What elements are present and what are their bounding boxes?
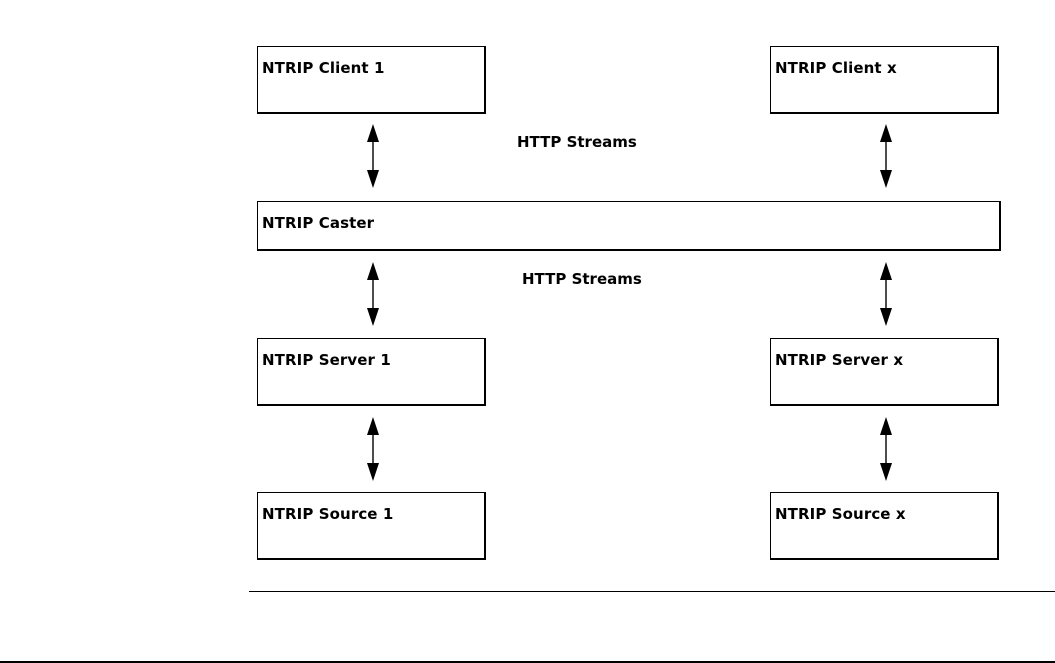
client-x-caster-arrow-icon	[879, 124, 893, 188]
ntrip-source-1-box: NTRIP Source 1	[257, 492, 486, 560]
ntrip-server-1-label: NTRIP Server 1	[262, 351, 391, 369]
http-streams-label-lower: HTTP Streams	[522, 270, 642, 288]
server-x-source-x-arrow-icon	[879, 417, 893, 481]
figure-bottom-rule	[249, 591, 1055, 592]
ntrip-source-1-label: NTRIP Source 1	[262, 505, 394, 523]
ntrip-source-x-box: NTRIP Source x	[770, 492, 999, 560]
client-1-caster-arrow-icon	[366, 124, 380, 188]
http-streams-label-upper: HTTP Streams	[517, 133, 637, 151]
ntrip-caster-label: NTRIP Caster	[262, 214, 375, 232]
page-bottom-rule	[0, 661, 1055, 663]
server-1-source-1-arrow-icon	[366, 417, 380, 481]
caster-server-1-arrow-icon	[366, 262, 380, 326]
ntrip-server-1-box: NTRIP Server 1	[257, 338, 486, 406]
caster-server-x-arrow-icon	[879, 262, 893, 326]
ntrip-server-x-label: NTRIP Server x	[775, 351, 904, 369]
ntrip-client-x-label: NTRIP Client x	[775, 59, 897, 77]
ntrip-server-x-box: NTRIP Server x	[770, 338, 999, 406]
ntrip-client-1-label: NTRIP Client 1	[262, 59, 385, 77]
ntrip-client-1-box: NTRIP Client 1	[257, 46, 486, 114]
ntrip-source-x-label: NTRIP Source x	[775, 505, 906, 523]
ntrip-caster-box: NTRIP Caster	[257, 201, 1001, 251]
ntrip-client-x-box: NTRIP Client x	[770, 46, 999, 114]
